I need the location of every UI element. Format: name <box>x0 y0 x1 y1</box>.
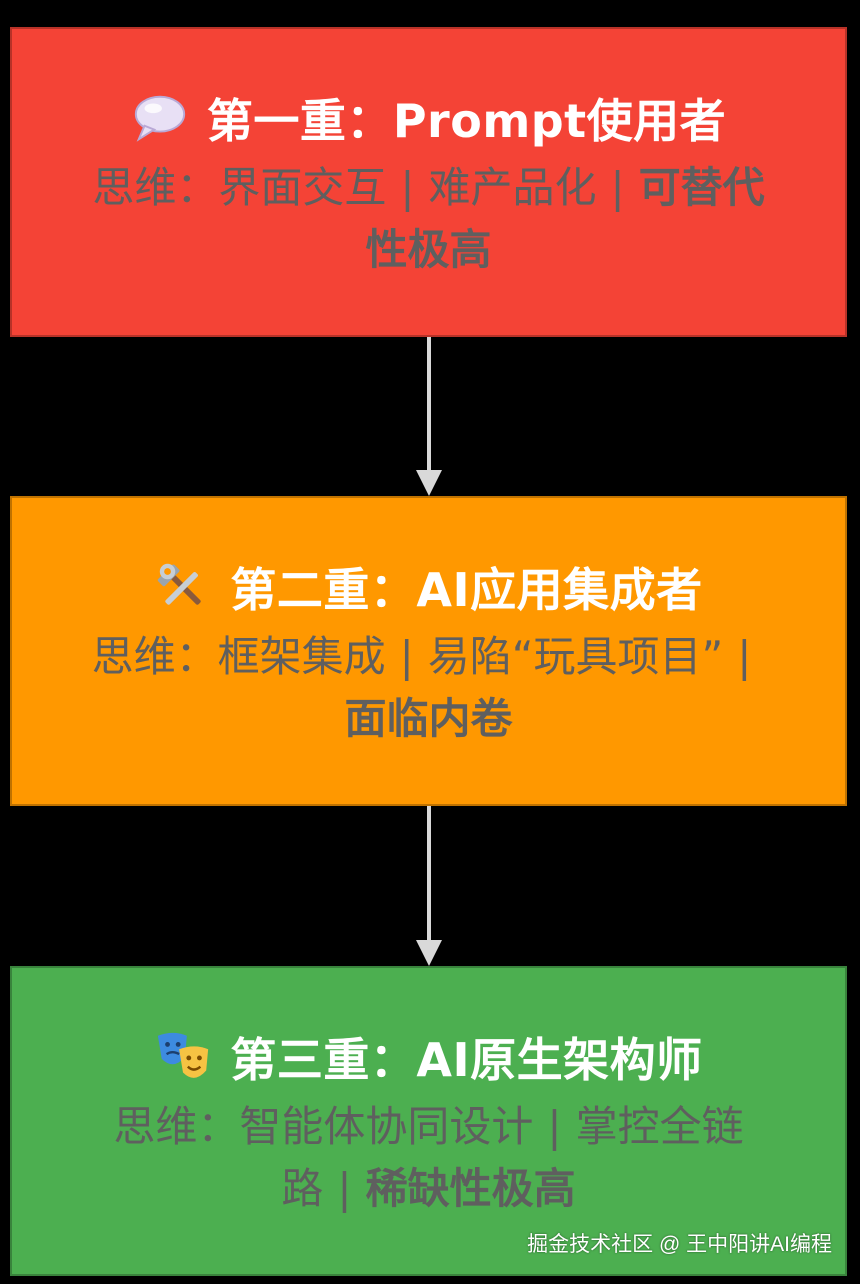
theater-masks-icon <box>158 1032 209 1078</box>
speech-bubble-icon <box>134 95 185 142</box>
level-3-desc-part-1: 思维：智能体协同设计 <box>113 1102 534 1151</box>
level-2-description: 思维：框架集成 | 易陷“玩具项目” | 面临内卷 <box>79 626 779 750</box>
level-1-title: 第一重：Prompt使用者 <box>206 94 727 148</box>
level-2-desc-part-1: 思维：框架集成 <box>91 632 386 681</box>
level-3-title-row: 第三重：AI原生架构师 <box>154 1026 702 1088</box>
level-3-title: 第三重：AI原生架构师 <box>230 1033 703 1087</box>
separator: | <box>337 1164 352 1213</box>
hammer-wrench-icon <box>158 563 202 605</box>
level-2-title: 第二重：AI应用集成者 <box>230 563 703 617</box>
level-2-desc-emphasis: 面临内卷 <box>344 694 513 743</box>
arrow-head-2-to-3 <box>416 940 442 966</box>
level-3-description: 思维：智能体协同设计 |掌控全链路| 稀缺性极高 <box>79 1096 779 1220</box>
arrow-head-1-to-2 <box>416 470 442 496</box>
level-1-desc-emphasis: 可替代性极高 <box>365 163 765 274</box>
level-2-desc-part-2: 易陷“玩具项目” <box>427 632 724 681</box>
separator: | <box>737 632 752 681</box>
separator: | <box>399 632 414 681</box>
separator: | <box>547 1102 562 1151</box>
level-1-desc-part-1: 思维：界面交互 <box>92 163 387 212</box>
level-3-desc-emphasis: 稀缺性极高 <box>365 1164 576 1213</box>
separator: | <box>400 163 415 212</box>
level-3-box: 第三重：AI原生架构师 思维：智能体协同设计 |掌控全链路| 稀缺性极高 <box>10 966 847 1276</box>
level-3-desc-part-2: 掌控全链路 <box>281 1102 744 1213</box>
watermark: 掘金技术社区 @ 王中阳讲AI编程 <box>527 1233 832 1256</box>
separator: | <box>610 163 625 212</box>
level-1-title-row: 第一重：Prompt使用者 <box>131 87 726 149</box>
arrow-line-1-to-2 <box>427 337 431 475</box>
level-2-box: 第二重：AI应用集成者 思维：框架集成 | 易陷“玩具项目” | 面临内卷 <box>10 496 847 806</box>
level-2-title-row: 第二重：AI应用集成者 <box>154 556 702 618</box>
level-1-description: 思维：界面交互 | 难产品化 |可替代性极高 <box>79 157 779 281</box>
level-1-box: 第一重：Prompt使用者 思维：界面交互 | 难产品化 |可替代性极高 <box>10 27 847 337</box>
arrow-line-2-to-3 <box>427 806 431 944</box>
level-1-desc-part-2: 难产品化 <box>428 163 597 212</box>
